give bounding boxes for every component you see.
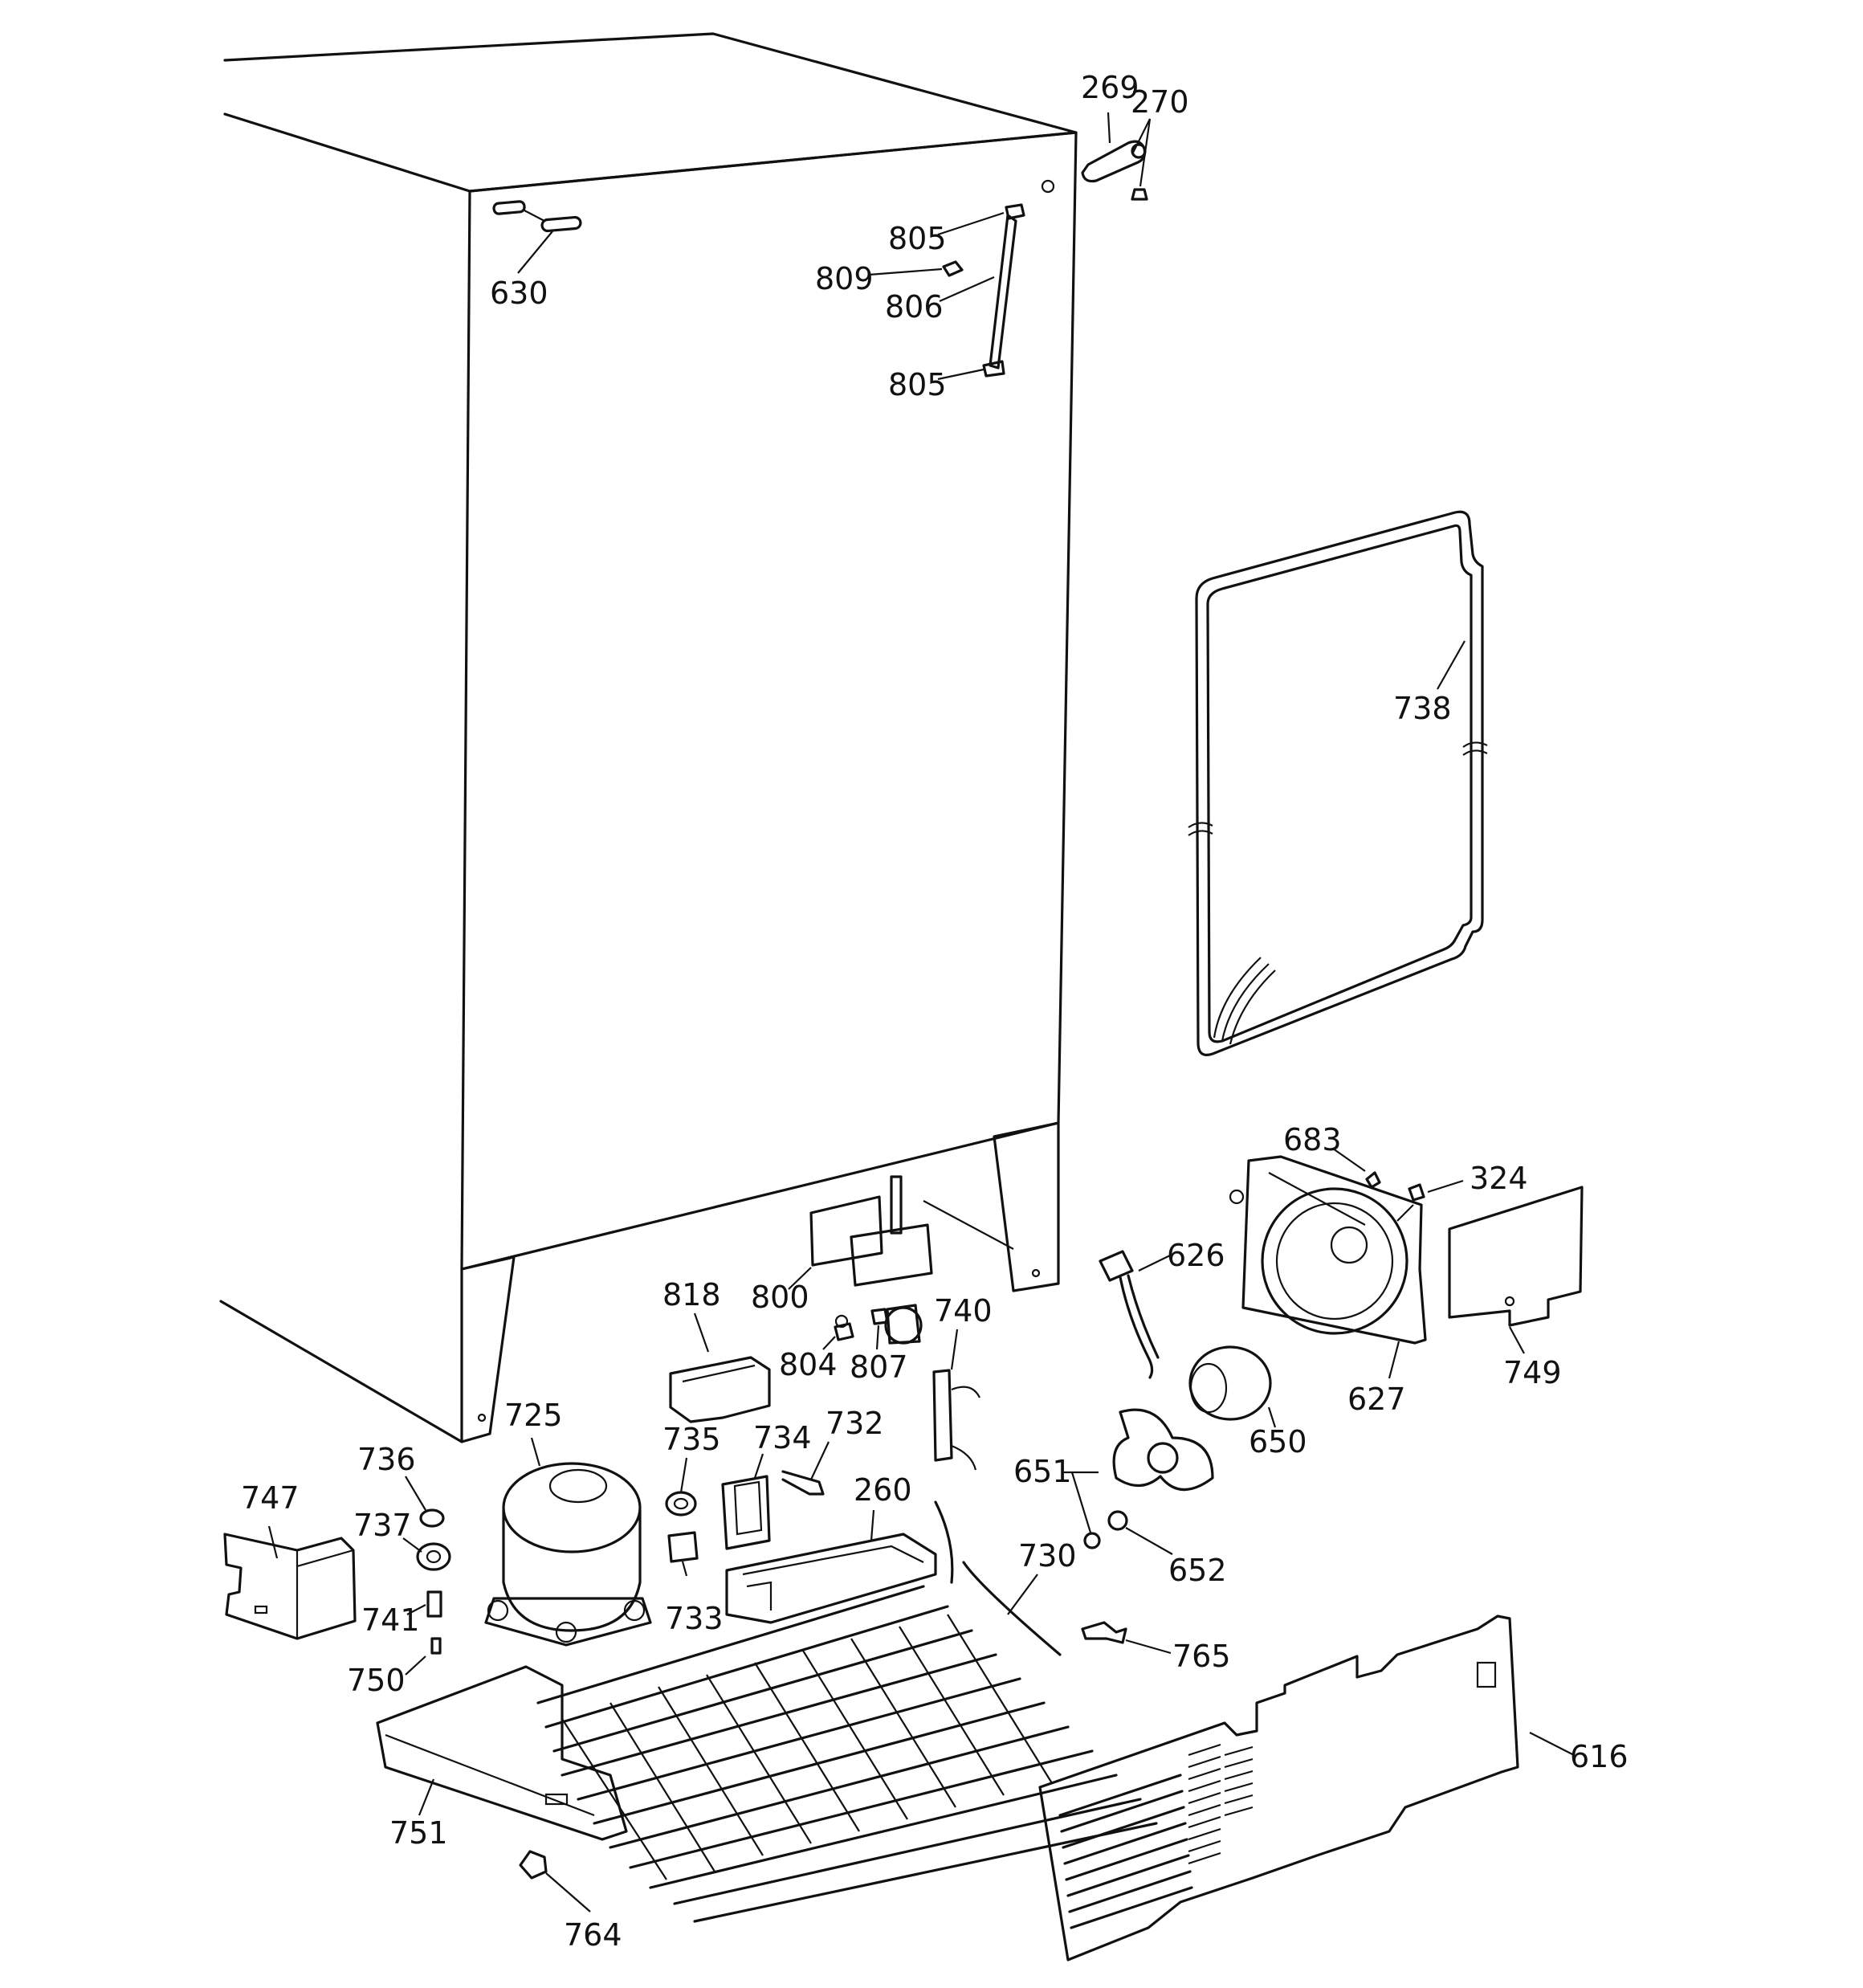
label-616: 616: [1570, 1739, 1629, 1774]
label-818: 818: [662, 1277, 721, 1312]
label-765: 765: [1172, 1639, 1231, 1674]
label-741: 741: [361, 1602, 420, 1638]
label-260: 260: [854, 1472, 912, 1508]
label-650: 650: [1249, 1424, 1307, 1459]
label-800: 800: [751, 1280, 809, 1315]
part-765-clip: [1081, 1621, 1127, 1644]
part-800-water-valve: [809, 1175, 933, 1345]
label-805-bottom: 805: [888, 367, 947, 402]
part-749-cover: [1448, 1186, 1584, 1327]
label-738: 738: [1393, 691, 1452, 726]
label-805-top: 805: [888, 221, 947, 256]
part-818-bracket: [669, 1356, 771, 1423]
label-735: 735: [662, 1422, 721, 1457]
label-749: 749: [1503, 1355, 1562, 1390]
part-734-overload: [721, 1475, 771, 1550]
part-735-grommet: [665, 1491, 697, 1517]
part-738-heater-loop: [1188, 510, 1488, 1056]
label-736: 736: [357, 1442, 416, 1477]
part-740-capacitor: [932, 1369, 980, 1471]
part-683-324-screws: [1365, 1171, 1425, 1202]
part-650-fan-motor: [1188, 1345, 1272, 1421]
label-804: 804: [779, 1347, 838, 1382]
part-616-rear-grille: [1038, 1614, 1519, 1961]
leader-lines: [267, 112, 1575, 1912]
label-750: 750: [347, 1663, 406, 1698]
label-733: 733: [665, 1601, 724, 1636]
part-627-fan-shroud: [1229, 1155, 1427, 1345]
part-626-power-cord: [1099, 1250, 1160, 1379]
part-804-807-nuts: [834, 1308, 889, 1341]
label-269: 269: [1081, 70, 1139, 105]
label-630: 630: [490, 276, 548, 311]
part-732-clip: [781, 1470, 825, 1496]
part-733-relay: [667, 1531, 699, 1563]
label-806: 806: [885, 289, 944, 325]
label-324: 324: [1470, 1161, 1528, 1196]
part-730-condenser-coil: [536, 1500, 1158, 1923]
part-806-water-tube: [942, 203, 1025, 378]
label-751: 751: [389, 1815, 448, 1851]
label-734: 734: [753, 1420, 812, 1455]
label-626: 626: [1167, 1238, 1225, 1273]
part-269-270-bracket: [1081, 140, 1148, 201]
part-751-base-pan: [376, 1665, 628, 1841]
part-260-drain-tray: [725, 1533, 937, 1624]
label-807: 807: [850, 1349, 908, 1385]
part-labels: 269 270 630 805 809 806 805 738 683 324 …: [241, 70, 1629, 1953]
label-737: 737: [353, 1508, 412, 1543]
part-651-fan-blade: [1083, 1408, 1214, 1549]
part-747-cover: [223, 1533, 357, 1640]
label-809: 809: [815, 261, 874, 296]
label-652: 652: [1168, 1553, 1227, 1588]
label-651: 651: [1013, 1454, 1072, 1489]
part-764-clip: [519, 1850, 548, 1880]
label-747: 747: [241, 1480, 300, 1516]
label-683: 683: [1283, 1122, 1342, 1157]
label-270: 270: [1131, 84, 1189, 120]
label-764: 764: [564, 1917, 622, 1953]
part-725-compressor: [484, 1462, 652, 1647]
label-740: 740: [934, 1293, 993, 1329]
label-725: 725: [504, 1398, 563, 1433]
part-736-737-741-750-mounting: [416, 1508, 451, 1655]
refrigerator-cabinet: [219, 32, 1078, 1443]
label-730: 730: [1018, 1538, 1077, 1574]
label-627: 627: [1347, 1382, 1406, 1417]
label-732: 732: [826, 1406, 884, 1441]
